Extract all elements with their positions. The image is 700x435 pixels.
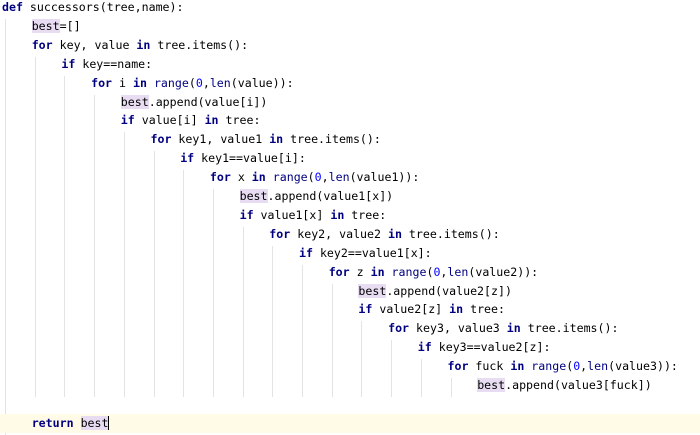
indent-guide (242, 226, 244, 397)
code-line[interactable]: for fuck in range(0,len(value3)): (0, 357, 700, 376)
code-line[interactable]: if key1==value[i]: (0, 149, 700, 168)
code-line[interactable]: for i in range(0,len(value)): (0, 74, 700, 93)
code-line[interactable]: if value2[z] in tree: (0, 300, 700, 319)
indent-guide (153, 151, 155, 397)
code-line-text: if key2==value1[x]: (299, 245, 432, 260)
code-line-text: if value2[z] in tree: (358, 302, 505, 317)
code-line[interactable]: for key2, value2 in tree.items(): (0, 225, 700, 244)
code-line[interactable]: for key1, value1 in tree.items(): (0, 130, 700, 149)
code-line[interactable]: if value1[x] in tree: (0, 206, 700, 225)
indent-guide (212, 189, 214, 397)
indent-guide (64, 75, 66, 397)
code-line[interactable]: for key3, value3 in tree.items(): (0, 319, 700, 338)
code-line-text: if value[i] in tree: (120, 113, 261, 128)
code-line-text: for z in range(0,len(value2)): (328, 264, 539, 279)
code-line-text: best.append(value[i]) (120, 94, 268, 109)
code-line-text: for key1, value1 in tree.items(): (150, 132, 381, 147)
code-line-text: if key1==value[i]: (180, 151, 306, 166)
indent-guide (450, 378, 452, 397)
code-line-text: for key2, value2 in tree.items(): (269, 226, 500, 241)
code-line[interactable]: if key==name: (0, 55, 700, 74)
code-line-text: if value1[x] in tree: (239, 207, 387, 222)
code-line-text: return best (31, 415, 110, 431)
indent-guide (123, 132, 125, 397)
code-line[interactable]: for z in range(0,len(value2)): (0, 263, 700, 282)
indent-guide (420, 359, 422, 397)
code-line-text: best.append(value3[fuck]) (477, 378, 652, 392)
code-line-text: best.append(value2[z]) (358, 283, 512, 298)
code-line-text: for x in range(0,len(value1)): (209, 170, 420, 185)
code-line-text: best.append(value1[x]) (239, 189, 394, 203)
code-line[interactable]: if key3==value2[z]: (0, 338, 700, 357)
text-caret (108, 416, 110, 431)
code-line[interactable]: for x in range(0,len(value1)): (0, 168, 700, 187)
code-line[interactable]: best.append(value[i]) (0, 93, 700, 112)
code-line[interactable]: for key, value in tree.items(): (0, 36, 700, 55)
code-line[interactable]: best=[] (0, 17, 700, 36)
code-line[interactable]: best.append(value2[z]) (0, 282, 700, 301)
code-line-text: for i in range(0,len(value)): (91, 75, 294, 90)
code-line-text: if key==name: (61, 56, 153, 71)
code-line[interactable]: def successors(tree,name): (0, 0, 700, 17)
code-line[interactable] (0, 395, 700, 414)
indent-guide (302, 264, 303, 397)
code-line-text: if key3==value2[z]: (417, 340, 551, 355)
code-line-text: best=[] (31, 18, 81, 33)
code-line[interactable]: best.append(value1[x]) (0, 187, 700, 206)
code-line-text: def successors(tree,name): (2, 0, 184, 14)
indent-guide (183, 170, 185, 397)
code-line[interactable]: best.append(value3[fuck]) (0, 376, 700, 395)
indent-guide (272, 245, 274, 397)
indent-guide (34, 56, 36, 397)
code-line[interactable]: if value[i] in tree: (0, 111, 700, 130)
indent-guide (391, 340, 393, 397)
indent-guide (94, 94, 96, 397)
code-line[interactable]: if key2==value1[x]: (0, 244, 700, 263)
current-code-line[interactable]: return best (0, 413, 700, 433)
indent-guide (5, 18, 6, 435)
code-line-text: for key, value in tree.items(): (31, 37, 249, 52)
indent-guide (361, 321, 363, 397)
code-line-text: for key3, value3 in tree.items(): (388, 321, 619, 336)
indent-guide (331, 283, 333, 397)
code-line-text: for fuck in range(0,len(value3)): (447, 359, 678, 374)
